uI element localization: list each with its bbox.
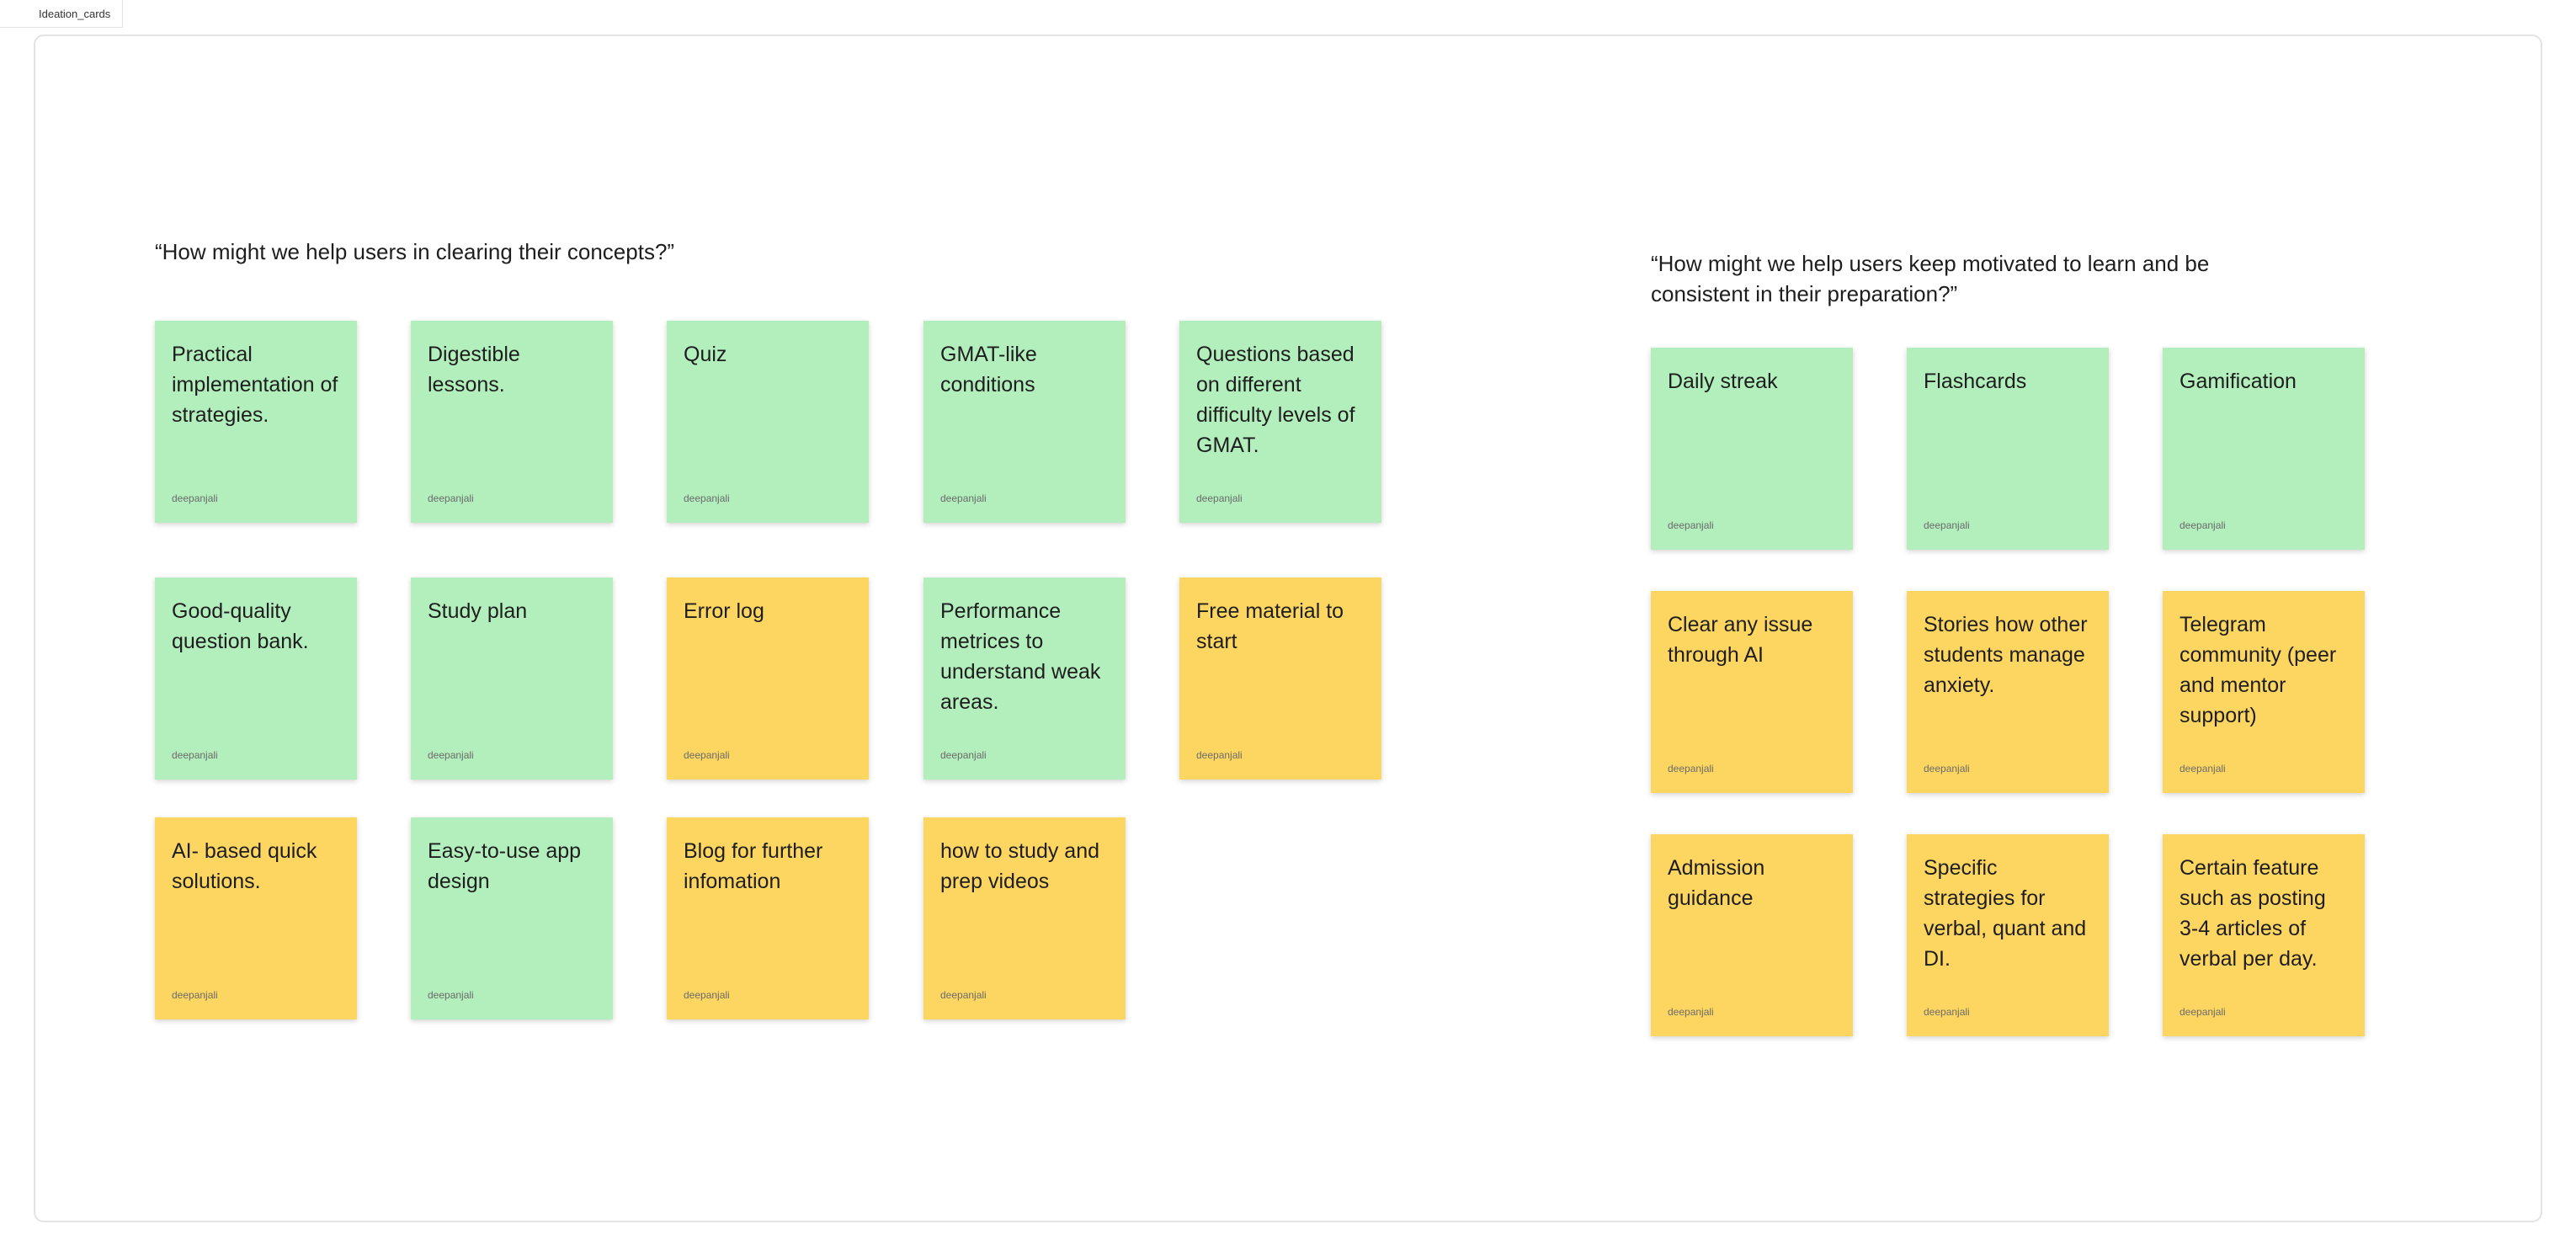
sticky-text: Practical implementation of strategies. (172, 343, 338, 427)
sticky-note[interactable]: Easy-to-use app design deepanjali (411, 817, 613, 1019)
sticky-author: deepanjali (428, 749, 474, 761)
sticky-note[interactable]: how to study and prep videos deepanjali (923, 817, 1126, 1019)
sticky-text: AI- based quick solutions. (172, 839, 317, 893)
sticky-text: Specific strategies for verbal, quant an… (1924, 856, 2087, 971)
sticky-author: deepanjali (1196, 749, 1243, 761)
sticky-text: Easy-to-use app design (428, 839, 582, 893)
sticky-author: deepanjali (2179, 763, 2226, 774)
sticky-author: deepanjali (1668, 519, 1714, 531)
sticky-note[interactable]: Gamification deepanjali (2163, 348, 2365, 550)
sticky-author: deepanjali (940, 749, 987, 761)
sticky-text: Flashcards (1924, 370, 2027, 393)
section-2-question[interactable]: “How might we help users keep motivated … (1651, 251, 2210, 306)
sticky-text: Admission guidance (1668, 856, 1765, 910)
sticky-author: deepanjali (428, 989, 474, 1001)
sticky-author: deepanjali (172, 749, 218, 761)
sticky-text: how to study and prep videos (940, 839, 1100, 893)
section-1-question[interactable]: “How might we help users in clearing the… (155, 239, 675, 264)
sticky-author: deepanjali (172, 492, 218, 504)
sticky-note[interactable]: AI- based quick solutions. deepanjali (155, 817, 357, 1019)
sticky-text: Stories how other students manage anxiet… (1924, 613, 2088, 697)
sticky-note[interactable]: Admission guidance deepanjali (1651, 834, 1853, 1036)
sticky-text: Error log (684, 599, 764, 623)
sticky-text: Questions based on different difficulty … (1196, 343, 1355, 457)
sticky-note[interactable]: GMAT-like conditions deepanjali (923, 321, 1126, 523)
sticky-note[interactable]: Performance metrices to understand weak … (923, 577, 1126, 780)
sticky-author: deepanjali (684, 749, 730, 761)
sticky-note[interactable]: Questions based on different difficulty … (1179, 321, 1381, 523)
sticky-text: Good-quality question bank. (172, 599, 309, 653)
sticky-text: Clear any issue through AI (1668, 613, 1813, 667)
sticky-author: deepanjali (2179, 519, 2226, 531)
sticky-text: Gamification (2179, 370, 2297, 393)
sticky-text: Quiz (684, 343, 727, 366)
sticky-text: Digestible lessons. (428, 343, 520, 396)
sticky-text: Free material to start (1196, 599, 1344, 653)
sticky-text: Study plan (428, 599, 528, 623)
sticky-note[interactable]: Good-quality question bank. deepanjali (155, 577, 357, 780)
sticky-author: deepanjali (2179, 1006, 2226, 1018)
sticky-note[interactable]: Digestible lessons. deepanjali (411, 321, 613, 523)
sticky-note[interactable]: Specific strategies for verbal, quant an… (1907, 834, 2109, 1036)
sticky-text: Blog for further infomation (684, 839, 823, 893)
sticky-author: deepanjali (940, 989, 987, 1001)
sticky-note[interactable]: Flashcards deepanjali (1907, 348, 2109, 550)
sticky-author: deepanjali (1924, 1006, 1970, 1018)
sticky-note[interactable]: Error log deepanjali (667, 577, 869, 780)
sticky-note[interactable]: Blog for further infomation deepanjali (667, 817, 869, 1019)
sticky-text: Performance metrices to understand weak … (940, 599, 1101, 714)
sticky-text: Daily streak (1668, 370, 1778, 393)
sticky-author: deepanjali (940, 492, 987, 504)
sticky-author: deepanjali (1924, 763, 1970, 774)
sticky-author: deepanjali (684, 492, 730, 504)
sticky-author: deepanjali (172, 989, 218, 1001)
sticky-author: deepanjali (684, 989, 730, 1001)
sticky-note[interactable]: Study plan deepanjali (411, 577, 613, 780)
sticky-author: deepanjali (1196, 492, 1243, 504)
sticky-note[interactable]: Telegram community (peer and mentor supp… (2163, 591, 2365, 793)
sticky-note[interactable]: Practical implementation of strategies. … (155, 321, 357, 523)
sticky-text: Certain feature such as posting 3-4 arti… (2179, 856, 2326, 971)
sticky-author: deepanjali (428, 492, 474, 504)
sticky-author: deepanjali (1924, 519, 1970, 531)
sticky-text: Telegram community (peer and mentor supp… (2179, 613, 2337, 727)
sticky-author: deepanjali (1668, 763, 1714, 774)
sticky-author: deepanjali (1668, 1006, 1714, 1018)
sticky-text: GMAT-like conditions (940, 343, 1037, 396)
sticky-note[interactable]: Free material to start deepanjali (1179, 577, 1381, 780)
sticky-note[interactable]: Certain feature such as posting 3-4 arti… (2163, 834, 2365, 1036)
sticky-note[interactable]: Quiz deepanjali (667, 321, 869, 523)
sticky-note[interactable]: Clear any issue through AI deepanjali (1651, 591, 1853, 793)
sticky-note[interactable]: Stories how other students manage anxiet… (1907, 591, 2109, 793)
sticky-note[interactable]: Daily streak deepanjali (1651, 348, 1853, 550)
frame-label[interactable]: Ideation_cards (0, 0, 124, 28)
